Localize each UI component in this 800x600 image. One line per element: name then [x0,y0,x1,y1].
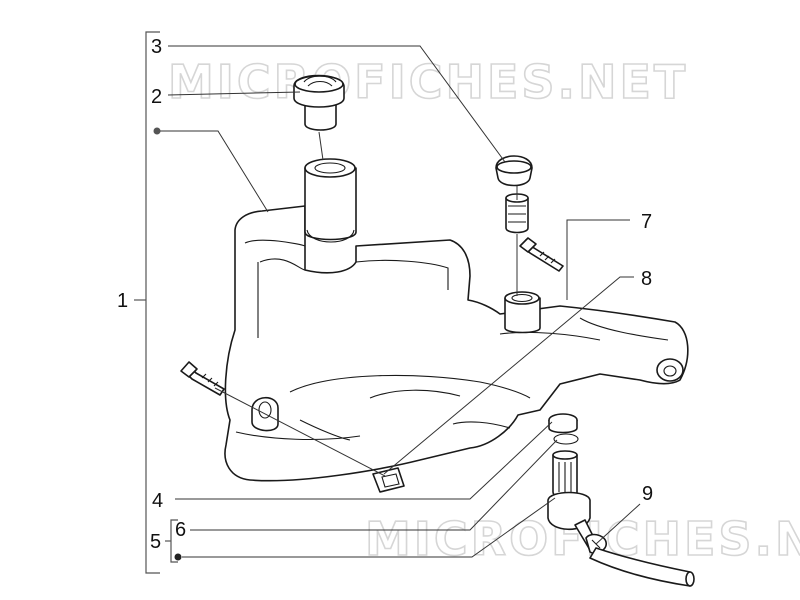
fuel-cap [293,74,345,131]
callout-6: 6 [175,519,186,541]
dot-5 [174,553,182,561]
callout-4: 4 [152,490,163,512]
bolt-upper [519,237,564,272]
callout-8: 8 [641,268,652,290]
leader-lines [153,45,641,561]
callout-7: 7 [641,211,652,233]
dot-1 [153,127,161,135]
callout-9: 9 [642,483,653,505]
callout-5: 5 [150,531,161,553]
watermark-top: MICROFICHES.NET [168,55,688,109]
fuel-hose [589,547,695,587]
fuel-tank [224,205,689,482]
tank-boss [504,291,541,334]
callout-1: 1 [117,290,128,312]
clip-nut [372,467,405,493]
bolt-lower [180,361,225,396]
filler-neck [304,158,357,243]
bracket-1 [145,31,160,574]
callout-3: 3 [151,36,162,58]
callout-2: 2 [151,86,162,108]
cap-plug [495,155,533,187]
fuel-tap [547,413,599,551]
